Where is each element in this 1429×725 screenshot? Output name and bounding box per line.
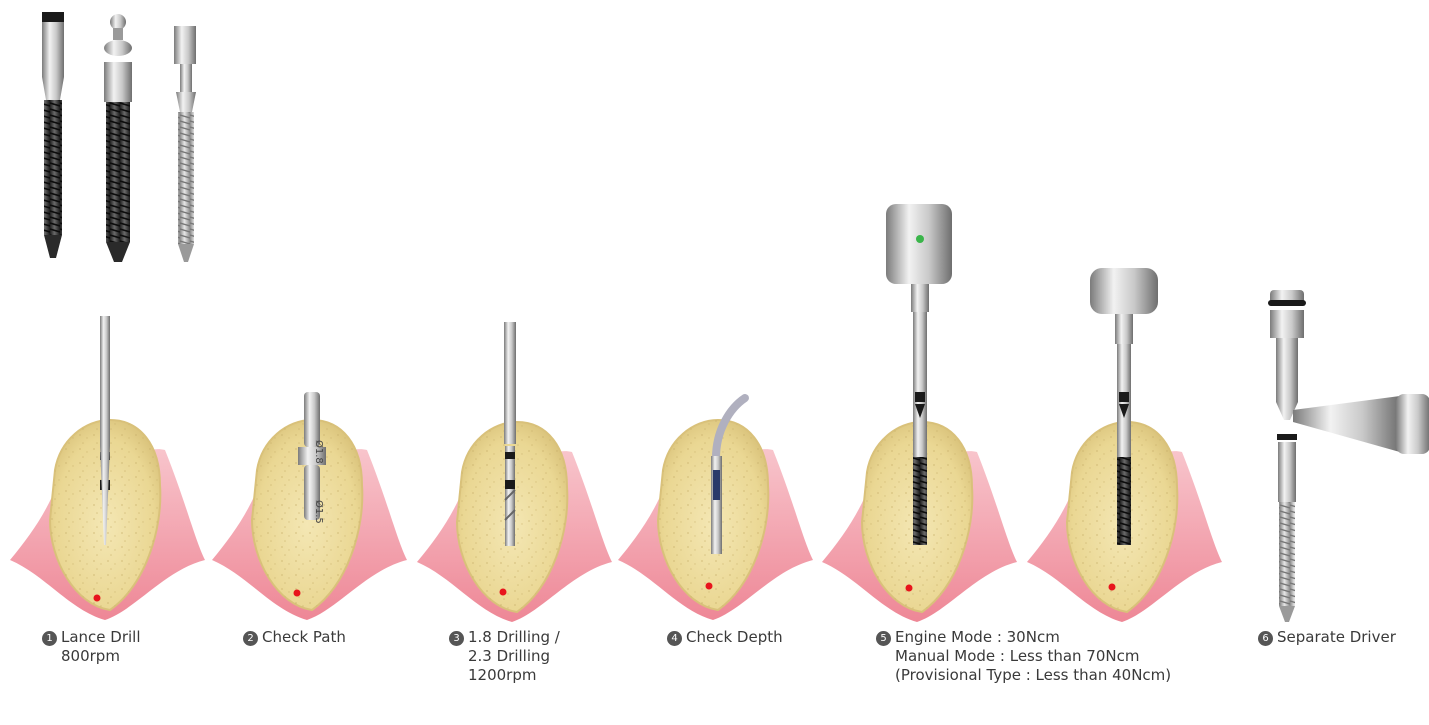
implant-1-icon	[42, 12, 64, 258]
step-5-caption: 5 Engine Mode : 30Ncm Manual Mode : Less …	[876, 628, 1171, 685]
path-gauge-label: Ø1.8	[313, 440, 325, 464]
step-detail: 800rpm	[42, 647, 141, 666]
step-number-badge: 2	[243, 631, 258, 646]
step-number-badge: 1	[42, 631, 57, 646]
step-detail: Manual Mode : Less than 70Ncm	[876, 647, 1171, 666]
implant-2-icon	[104, 14, 132, 262]
step-title: Check Depth	[686, 628, 783, 646]
step-2-caption: 2 Check Path	[243, 628, 346, 647]
step5-manual-illustration	[1027, 268, 1222, 622]
step5-engine-illustration	[822, 204, 1017, 622]
step-title: Engine Mode : 30Ncm	[895, 628, 1060, 646]
implant-3-icon	[174, 26, 196, 262]
step-number-badge: 5	[876, 631, 891, 646]
step2-illustration: Ø1.8 Ø1.5	[212, 392, 407, 620]
step-3-caption: 3 1.8 Drilling / 2.3 Drilling 1200rpm	[449, 628, 560, 685]
step-detail: (Provisional Type : Less than 40Ncm)	[876, 666, 1171, 685]
step-title: 1.8 Drilling /	[468, 628, 560, 646]
step-4-caption: 4 Check Depth	[667, 628, 783, 647]
step-number-badge: 4	[667, 631, 682, 646]
step-detail: 2.3 Drilling	[449, 647, 560, 666]
svg-text:Ø1.5: Ø1.5	[313, 500, 325, 524]
step-number-badge: 3	[449, 631, 464, 646]
step4-illustration	[618, 398, 813, 620]
step-6-caption: 6 Separate Driver	[1258, 628, 1396, 647]
indicator-dot-icon	[916, 235, 924, 243]
step3-illustration	[417, 322, 612, 622]
step6-illustration	[1268, 290, 1429, 622]
step-detail: 1200rpm	[449, 666, 560, 685]
step-1-caption: 1 Lance Drill 800rpm	[42, 628, 141, 666]
step-number-badge: 6	[1258, 631, 1273, 646]
step-title: Check Path	[262, 628, 346, 646]
step1-illustration	[10, 316, 205, 620]
step-title: Separate Driver	[1277, 628, 1396, 646]
step-title: Lance Drill	[61, 628, 141, 646]
